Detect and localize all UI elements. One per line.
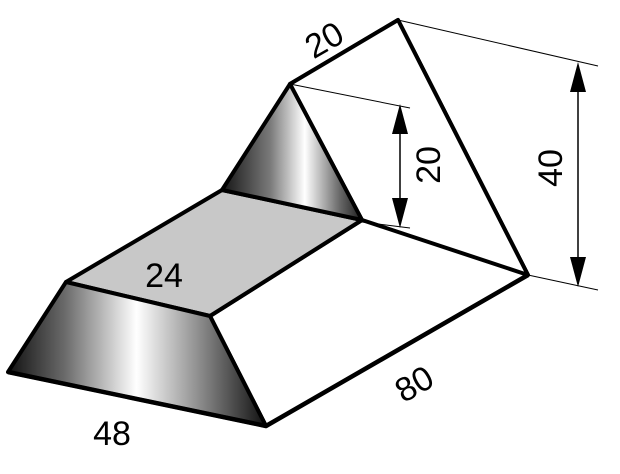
- extension-line-top-20: [289, 83, 411, 109]
- dimension-label-inner-20: 20: [410, 146, 448, 184]
- dimension-label-80: 80: [389, 359, 441, 411]
- dimension-label-40: 40: [532, 149, 570, 187]
- upper-shaded-face: [220, 82, 364, 222]
- arrowhead-40-bottom: [570, 257, 586, 287]
- outline-edges: [7, 273, 530, 429]
- arrowhead-20-bottom: [392, 198, 408, 228]
- dimension-label-48: 48: [93, 415, 131, 453]
- extension-line-bottom-40: [527, 274, 599, 291]
- dimension-label-24: 24: [145, 257, 183, 295]
- extension-line-bottom-20: [361, 221, 411, 229]
- arrowhead-20-top: [392, 104, 408, 134]
- arrowhead-40-top: [570, 62, 586, 92]
- extension-line-top-40: [397, 19, 599, 67]
